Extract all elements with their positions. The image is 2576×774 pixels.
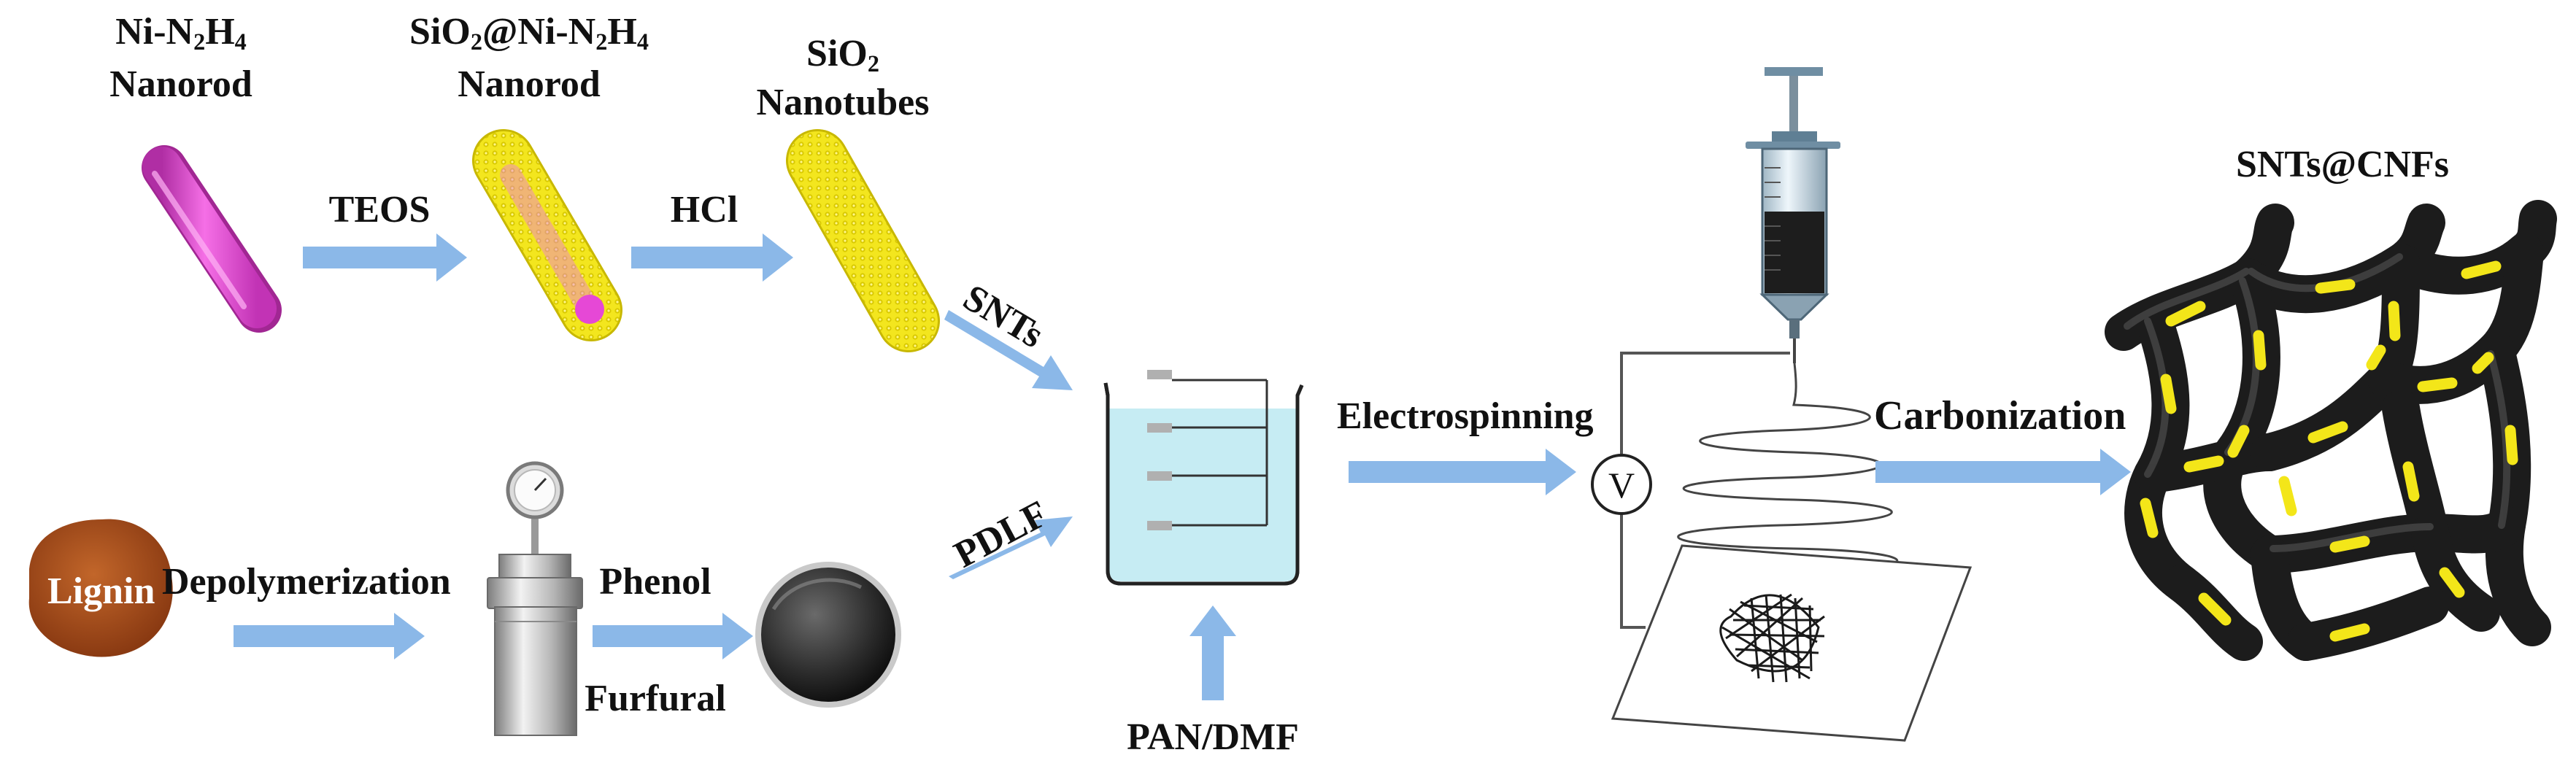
label-pan-dmf: PAN/DMF [1127, 716, 1299, 758]
label-carbonization: Carbonization [1874, 393, 2126, 438]
arrow-teos [303, 233, 467, 282]
label-nanotubes: Nanotubes [756, 82, 930, 123]
label-subscript: 2 [470, 28, 482, 55]
label-part: SiO [806, 33, 868, 74]
arrow-electrospinning [1349, 449, 1576, 495]
label-subscript: 2 [193, 28, 206, 55]
label-depolymerization: Depolymerization [162, 561, 451, 603]
voltmeter [1591, 454, 1652, 515]
label-teos: TEOS [328, 189, 431, 231]
lignin-blob [28, 519, 173, 657]
label-ni-n2h4: Ni-N2H4 [115, 11, 247, 55]
label-phenol: Phenol [599, 561, 712, 603]
fiber-mat [1719, 593, 1825, 683]
arrow-carbonization [1875, 449, 2131, 495]
pdlf-disk [755, 562, 901, 708]
arrow-pan-dmf [1189, 605, 1236, 700]
label-part: @Ni-N [482, 11, 596, 53]
label-snts-cnfs: SNTs@CNFs [2235, 144, 2450, 185]
fiber-network [2105, 200, 2557, 661]
arrow-phenol-furfural [593, 613, 753, 659]
label-ni-n2h4-part: Ni-N [115, 11, 194, 53]
label-ni-n2h4-part: H [205, 11, 235, 53]
label-furfural: Furfural [585, 678, 726, 719]
label-part: H [607, 11, 637, 53]
label-sio2: SiO2 [806, 33, 879, 77]
label-part: SiO [409, 11, 471, 53]
label-sio2-ni-n2h4: SiO2@Ni-N2H4 [409, 11, 649, 55]
label-nanorod-2: Nanorod [458, 63, 601, 105]
label-hcl: HCl [670, 189, 739, 231]
arrow-hcl [631, 233, 793, 282]
reactor-vessel [487, 461, 583, 736]
ni-nanorod-shape [142, 145, 282, 333]
label-lignin: Lignin [47, 570, 155, 612]
collector-plate [1611, 544, 1973, 742]
syringe [1746, 67, 1840, 363]
arrow-depolymerization [234, 613, 425, 659]
label-subscript: 2 [595, 28, 608, 55]
voltmeter-label: V [1608, 465, 1635, 506]
arrow-pdlf [949, 516, 1073, 579]
beaker [1103, 370, 1304, 586]
label-subscript: 4 [234, 28, 247, 55]
coated-nanorod-shape [472, 129, 622, 341]
label-subscript: 2 [867, 50, 879, 77]
label-nanorod-1: Nanorod [109, 63, 252, 105]
arrow-snts [944, 310, 1073, 390]
circuit-wires [1620, 352, 1790, 629]
silica-nanotube-shape [786, 129, 940, 352]
label-subscript: 4 [636, 28, 649, 55]
label-electrospinning: Electrospinning [1337, 395, 1594, 437]
